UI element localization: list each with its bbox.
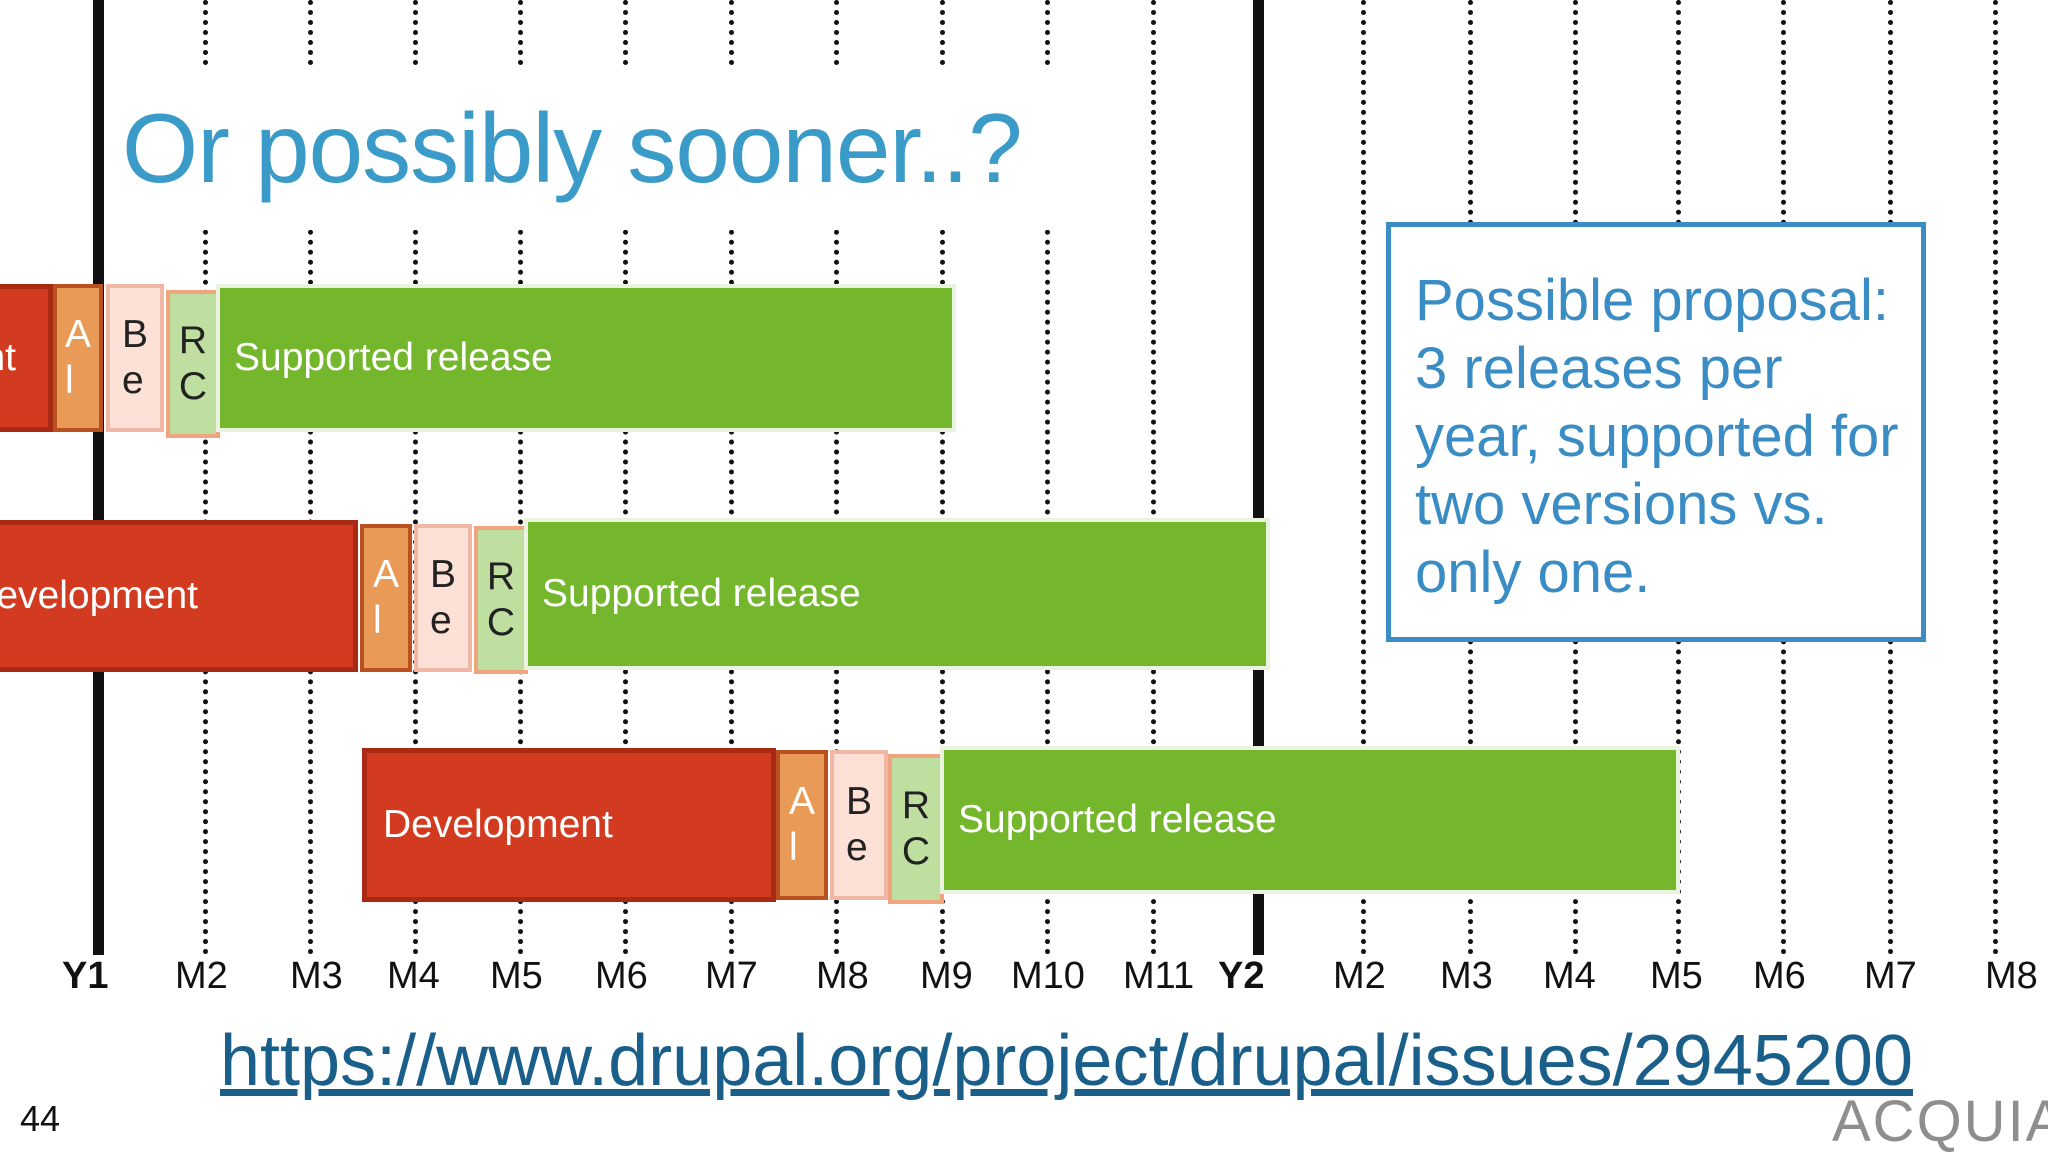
development-bar: Development: [362, 748, 776, 902]
supported-release-bar: Supported release: [524, 518, 1270, 670]
supported-release-bar: Supported release: [940, 746, 1680, 894]
axis-tick-label: M4: [387, 955, 440, 997]
axis-tick-label: M2: [1333, 955, 1386, 997]
axis-tick-label: M10: [1011, 955, 1085, 997]
beta-phase: B e: [106, 284, 164, 432]
axis-tick-label: M3: [290, 955, 343, 997]
supported-label: Supported release: [234, 336, 553, 379]
axis-tick-label: M9: [920, 955, 973, 997]
rc-phase: R C: [474, 526, 528, 674]
month-gridline: [729, 0, 734, 955]
development-label: Development: [383, 803, 613, 846]
issue-link[interactable]: https://www.drupal.org/project/drupal/is…: [220, 1021, 1913, 1101]
axis-tick-label: M8: [1985, 955, 2038, 997]
supported-release-bar: Supported release: [216, 284, 956, 432]
axis-tick-label: Y2: [1218, 955, 1265, 997]
axis-tick-label: M2: [175, 955, 228, 997]
axis-tick-label: M7: [1864, 955, 1917, 997]
development-label: Development: [0, 574, 198, 617]
alpha-phase: A l: [360, 524, 412, 672]
axis-tick-label: M11: [1123, 955, 1195, 997]
alpha-phase: A l: [53, 284, 103, 432]
month-gridline: [1361, 0, 1366, 955]
axis-tick-label: M6: [595, 955, 648, 997]
month-gridline: [623, 0, 628, 955]
supported-label: Supported release: [542, 572, 861, 615]
month-gridline: [413, 0, 418, 955]
axis-tick-label: M4: [1543, 955, 1596, 997]
month-gridline: [1045, 0, 1050, 955]
development-bar: Development: [0, 520, 358, 672]
year-boundary-line: [1253, 0, 1264, 955]
acquia-logo: ACQUIA: [1832, 1089, 2048, 1152]
slide-number: 44: [20, 1098, 61, 1139]
axis-tick-label: M8: [816, 955, 869, 997]
month-gridline: [834, 0, 839, 955]
axis-tick-label: M3: [1440, 955, 1493, 997]
alpha-phase: A l: [776, 750, 828, 900]
month-gridline: [1993, 0, 1998, 955]
axis-tick-label: M7: [705, 955, 758, 997]
slide-title: Or possibly sooner..?: [122, 93, 1023, 203]
proposal-callout: Possible proposal: 3 releases per year, …: [1386, 222, 1926, 642]
month-gridline: [203, 0, 208, 955]
development-label: Development: [0, 336, 16, 379]
beta-phase: B e: [830, 750, 888, 900]
rc-phase: R C: [166, 290, 220, 438]
rc-phase: R C: [888, 754, 944, 904]
axis-tick-label: M5: [1650, 955, 1703, 997]
axis-tick-label: M5: [490, 955, 543, 997]
year-boundary-line: [93, 0, 104, 955]
month-gridline: [940, 0, 945, 955]
title-background: [105, 70, 1085, 230]
development-bar: Development: [0, 284, 53, 432]
month-gridline: [1151, 0, 1156, 955]
beta-phase: B e: [414, 524, 472, 672]
month-gridline: [308, 0, 313, 955]
axis-tick-label: M6: [1753, 955, 1806, 997]
supported-label: Supported release: [958, 798, 1277, 841]
axis-tick-label: Y1: [62, 955, 109, 997]
month-gridline: [518, 0, 523, 955]
